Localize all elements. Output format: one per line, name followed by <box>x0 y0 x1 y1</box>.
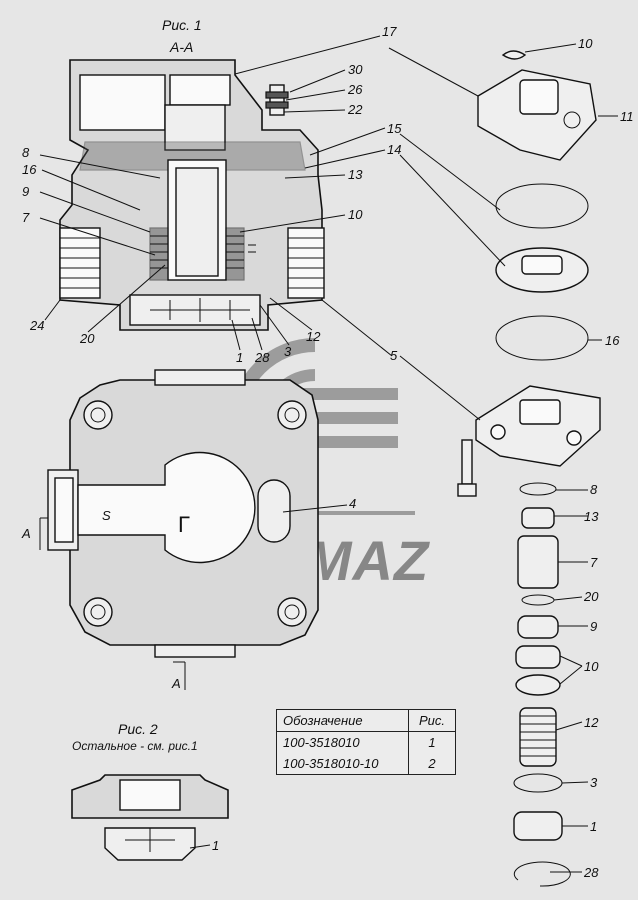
callout-8-section: 8 <box>22 145 30 160</box>
callout-9-section: 9 <box>22 184 29 199</box>
callout-3-part: 3 <box>590 775 598 790</box>
figure-1-section: А-А <box>169 39 193 55</box>
callout-9-part: 9 <box>590 619 597 634</box>
callout-16-ring: 16 <box>605 333 620 348</box>
callout-labels: 17 30 26 22 15 8 14 16 13 9 10 7 24 20 1… <box>22 24 634 880</box>
table-cell-designation: 100-3518010-10 <box>276 753 409 775</box>
figure-2-note: Остальное - см. рис.1 <box>72 739 198 753</box>
callout-15-section: 15 <box>387 121 402 136</box>
callout-12-section: 12 <box>306 329 321 344</box>
table-cell-designation: 100-3518010 <box>276 731 409 753</box>
table-header-figure: Рис. <box>408 709 456 732</box>
callout-12-part: 12 <box>584 715 599 730</box>
section-mark-bottom: А <box>171 676 181 691</box>
plan-letter-g: Г <box>178 512 190 537</box>
table-header-row: Обозначение Рис. <box>276 709 456 732</box>
exploded-parts <box>457 50 601 887</box>
table-cell-figure: 2 <box>408 753 456 775</box>
callout-16-section: 16 <box>22 162 37 177</box>
table-row: 100-3518010-10 2 <box>276 753 456 775</box>
callout-1-fig2: 1 <box>212 838 219 853</box>
callout-1-section: 1 <box>236 350 243 365</box>
callout-26: 26 <box>347 82 363 97</box>
callout-17: 17 <box>382 24 397 39</box>
leader-lines <box>39 35 618 873</box>
callout-5-section: 5 <box>390 348 398 363</box>
figure-1-caption: Рис. 1 <box>162 17 202 33</box>
cross-section-view <box>59 59 325 331</box>
designation-table: Обозначение Рис. 100-3518010 1 100-35180… <box>276 709 456 775</box>
callout-10-cap: 10 <box>578 36 593 51</box>
callout-7-section: 7 <box>22 210 30 225</box>
section-mark-left: А <box>21 526 31 541</box>
plan-view: S Г А А <box>21 369 319 691</box>
callout-1-part: 1 <box>590 819 597 834</box>
callout-14-section: 14 <box>387 142 401 157</box>
callout-13-section: 13 <box>348 167 363 182</box>
callout-4-plan: 4 <box>349 496 356 511</box>
callout-8-part: 8 <box>590 482 598 497</box>
callout-30: 30 <box>348 62 363 77</box>
table-header-designation: Обозначение <box>276 709 409 732</box>
callout-28-part: 28 <box>583 865 599 880</box>
callout-22: 22 <box>347 102 363 117</box>
callout-20-part: 20 <box>583 589 599 604</box>
plan-letter-s: S <box>102 508 111 523</box>
callout-10-part: 10 <box>584 659 599 674</box>
callout-7-part: 7 <box>590 555 598 570</box>
callout-24: 24 <box>29 318 44 333</box>
callout-13-part: 13 <box>584 509 599 524</box>
callout-11: 11 <box>620 109 634 124</box>
callout-3-section: 3 <box>284 344 292 359</box>
callout-20-section: 20 <box>79 331 95 346</box>
callout-28-section: 28 <box>254 350 270 365</box>
table-cell-figure: 1 <box>408 731 456 753</box>
figure-2-view <box>71 774 229 861</box>
callout-10-section: 10 <box>348 207 363 222</box>
figure-2-caption: Рис. 2 <box>118 721 158 737</box>
table-row: 100-3518010 1 <box>276 731 456 753</box>
